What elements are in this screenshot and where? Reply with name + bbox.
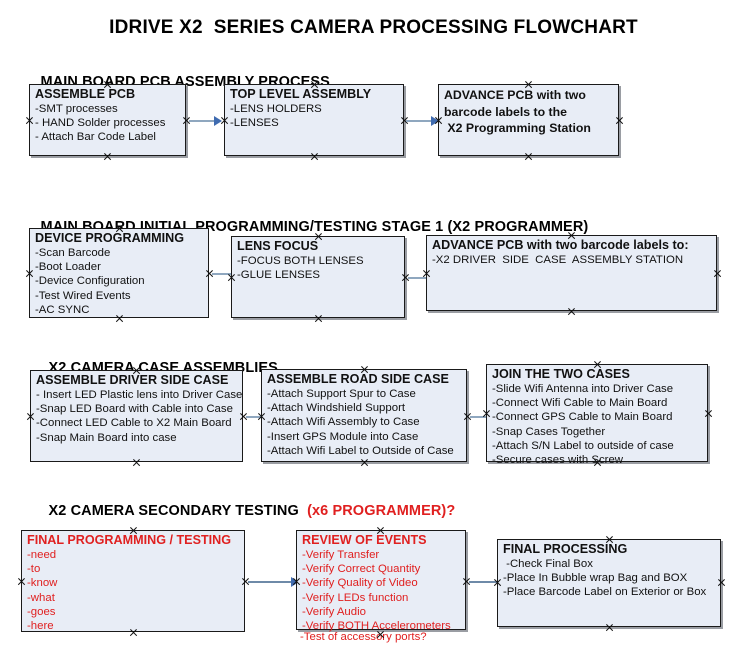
box-title: ASSEMBLE ROAD SIDE CASE — [267, 372, 449, 386]
box-line: - Insert LED Plastic lens into Driver Ca… — [36, 389, 243, 401]
box-overflow-line: -Test of accessory ports? — [300, 631, 427, 643]
box-line: -Snap Cases Together — [492, 425, 606, 438]
box-line: -Verify Quality of Video — [302, 577, 418, 590]
box-line: -AC SYNC — [35, 303, 90, 316]
section-header-4: X2 CAMERA SECONDARY TESTING (x6 PROGRAMM… — [32, 487, 456, 535]
box-title: JOIN THE TWO CASES — [492, 367, 630, 381]
box-line: -LENSES — [230, 117, 279, 130]
box-advance-pcb-programming-station[interactable]: ADVANCE PCB with two barcode labels to t… — [438, 84, 619, 156]
box-line: -Verify Transfer — [302, 549, 380, 561]
box-line: -Test Wired Events — [35, 289, 131, 302]
box-line: -Snap LED Board with Cable into Case — [36, 403, 233, 416]
box-line: -Connect LED Cable to X2 Main Board — [36, 417, 232, 430]
box-line: -Snap Main Board into case — [36, 431, 177, 444]
box-line: -Attach S/N Label to outside of case — [492, 439, 674, 452]
box-device-programming[interactable]: DEVICE PROGRAMMING -Scan Barcode -Boot L… — [29, 228, 209, 318]
box-line: -Connect GPS Cable to Main Board — [492, 411, 673, 424]
box-line: -Secure cases with Screw — [492, 454, 624, 467]
box-line: -Attach Wifi Assembly to Case — [267, 416, 420, 429]
box-line: -Scan Barcode — [35, 247, 111, 259]
box-line: X2 Programming Station — [444, 121, 591, 135]
box-line: barcode labels to the — [444, 104, 567, 119]
box-title: ASSEMBLE DRIVER SIDE CASE — [36, 373, 229, 387]
box-line: -to — [27, 563, 41, 576]
box-title: FINAL PROGRAMMING / TESTING — [27, 533, 232, 547]
box-line: -Check Final Box — [503, 558, 593, 570]
box-line: -X2 DRIVER SIDE CASE ASSEMBLY STATION — [432, 254, 684, 266]
box-line: -FOCUS BOTH LENSES — [237, 255, 364, 267]
box-line: -Attach Support Spur to Case — [267, 388, 416, 400]
box-final-processing[interactable]: FINAL PROCESSING -Check Final Box -Place… — [497, 539, 721, 627]
box-line: -Insert GPS Module into Case — [267, 430, 419, 443]
box-line: -know — [27, 577, 58, 590]
arrow-connector — [406, 116, 440, 126]
box-line: -Place In Bubble wrap Bag and BOX — [503, 572, 688, 585]
box-assemble-road-side-case[interactable]: ASSEMBLE ROAD SIDE CASE -Attach Support … — [261, 369, 467, 462]
box-line: -Attach Windshield Support — [267, 402, 406, 415]
box-title: ADVANCE PCB with two — [444, 88, 586, 102]
box-line: -Connect Wifi Cable to Main Board — [492, 397, 668, 410]
box-title: TOP LEVEL ASSEMBLY — [230, 87, 372, 101]
arrow-connector — [248, 577, 300, 587]
box-line: -what — [27, 591, 55, 604]
box-title: ADVANCE PCB with two barcode labels to: — [432, 238, 689, 252]
box-line: -Device Configuration — [35, 275, 145, 288]
box-title: LENS FOCUS — [237, 239, 319, 253]
box-assemble-driver-side-case[interactable]: ASSEMBLE DRIVER SIDE CASE - Insert LED P… — [30, 370, 243, 462]
box-title: ASSEMBLE PCB — [35, 87, 136, 101]
box-title: FINAL PROCESSING — [503, 542, 628, 556]
section-header-4-accent: (x6 PROGRAMMER)? — [302, 503, 456, 519]
box-line: -LENS HOLDERS — [230, 103, 322, 115]
section-header-4-text: X2 CAMERA SECONDARY TESTING — [48, 503, 303, 519]
box-line: -Attach Wifi Label to Outside of Case — [267, 444, 454, 457]
page-title: IDRIVE X2 SERIES CAMERA PROCESSING FLOWC… — [109, 17, 638, 38]
box-line: -here — [27, 620, 54, 633]
box-line: - Attach Bar Code Label — [35, 131, 156, 144]
box-line: -need — [27, 549, 57, 561]
box-top-level-assembly[interactable]: TOP LEVEL ASSEMBLY -LENS HOLDERS -LENSES — [224, 84, 404, 156]
box-line: -Verify Audio — [302, 605, 366, 618]
box-review-of-events[interactable]: REVIEW OF EVENTS -Verify Transfer -Verif… — [296, 530, 466, 633]
box-title: DEVICE PROGRAMMING — [35, 231, 185, 245]
box-title: REVIEW OF EVENTS — [302, 533, 427, 547]
box-assemble-pcb[interactable]: ASSEMBLE PCB -SMT processes - HAND Solde… — [29, 84, 186, 156]
box-lens-focus[interactable]: LENS FOCUS -FOCUS BOTH LENSES -GLUE LENS… — [231, 236, 405, 318]
box-advance-pcb-driver-side-station[interactable]: ADVANCE PCB with two barcode labels to: … — [426, 235, 717, 311]
box-line: -Verify BOTH Accelerometers — [302, 620, 451, 633]
box-line: -Verify Correct Quantity — [302, 563, 421, 576]
box-final-programming-testing[interactable]: FINAL PROGRAMMING / TESTING -need -to -k… — [21, 530, 245, 632]
box-line: -Place Barcode Label on Exterior or Box — [503, 586, 707, 599]
box-line: -SMT processes — [35, 103, 118, 115]
arrow-connector — [189, 116, 223, 126]
box-line: -Verify LEDs function — [302, 591, 409, 604]
box-join-the-two-cases[interactable]: JOIN THE TWO CASES -Slide Wifi Antenna i… — [486, 364, 708, 466]
box-line: -Slide Wifi Antenna into Driver Case — [492, 383, 674, 395]
box-line: -GLUE LENSES — [237, 269, 320, 282]
box-line: -Boot Loader — [35, 261, 101, 274]
box-line: - HAND Solder processes — [35, 117, 166, 130]
box-line: -goes — [27, 605, 56, 618]
